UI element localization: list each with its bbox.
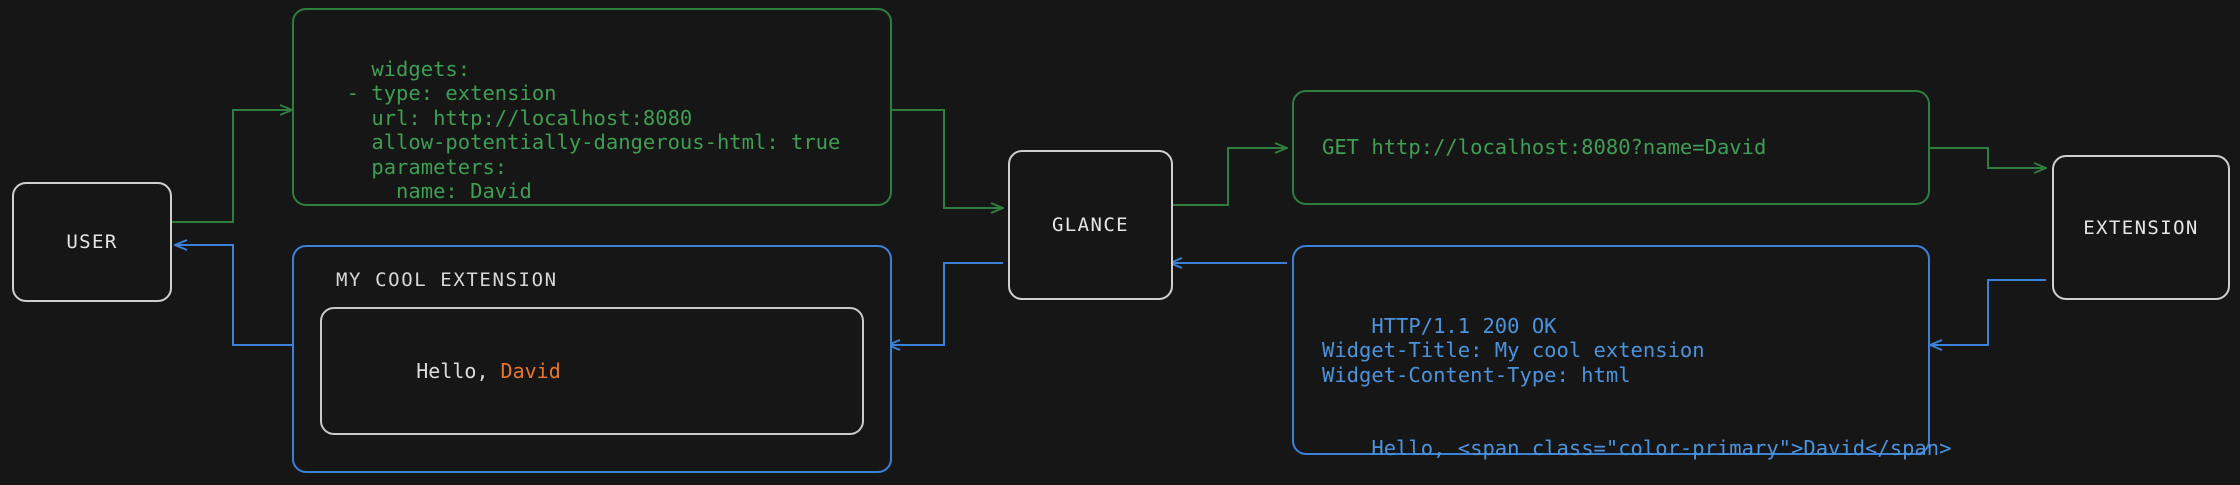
widget-preview-title: MY COOL EXTENSION (336, 269, 558, 291)
node-extension-label: EXTENSION (2083, 216, 2199, 239)
node-glance[interactable]: GLANCE (1008, 150, 1173, 300)
widget-preview: MY COOL EXTENSION Hello, David (292, 245, 892, 473)
edge-config-to-glance (891, 109, 1003, 208)
edge-extension-to-response (1930, 279, 2046, 345)
node-user[interactable]: USER (12, 182, 172, 302)
edge-user-to-config (170, 110, 292, 223)
edge-request-to-extension (1928, 147, 2046, 168)
node-user-label: USER (66, 231, 118, 253)
widget-preview-content: Hello, David (320, 307, 864, 435)
widget-greeting-prefix: Hello, (416, 359, 501, 383)
config-yaml-text: widgets: - type: extension url: http://l… (346, 56, 841, 204)
widget-greeting-name: David (500, 359, 561, 383)
edge-widget-to-user (175, 245, 292, 346)
config-yaml-block: widgets: - type: extension url: http://l… (292, 8, 892, 206)
http-response-body: Hello, <span class="color-primary">David… (1371, 436, 1952, 460)
edge-glance-to-request (1170, 148, 1287, 206)
node-glance-label: GLANCE (1051, 214, 1130, 236)
edge-glance-to-widget (888, 262, 1003, 345)
http-response-block: HTTP/1.1 200 OK Widget-Title: My cool ex… (1292, 245, 1951, 460)
http-request-text: GET http://localhost:8080?name=David (1322, 135, 1767, 160)
node-extension[interactable]: EXTENSION (2052, 155, 2230, 300)
http-request-block: GET http://localhost:8080?name=David (1292, 90, 1930, 205)
http-response-headers: HTTP/1.1 200 OK Widget-Title: My cool ex… (1322, 313, 1705, 387)
